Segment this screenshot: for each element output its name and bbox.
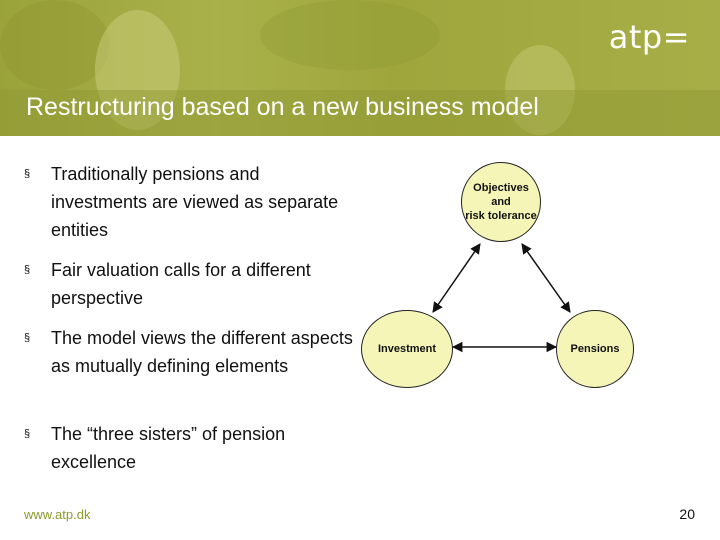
bullet-item: § The model views the different aspects … — [24, 324, 354, 380]
pensions-label: Pensions — [570, 343, 620, 355]
header-photo-ground — [0, 90, 720, 136]
investment-node: Investment — [361, 310, 453, 388]
arrow-top-right — [521, 243, 571, 313]
bullet-text: The model views the different aspects as… — [51, 328, 353, 376]
pensions-node: Pensions — [556, 310, 634, 388]
slide-title: Restructuring based on a new business mo… — [26, 93, 539, 121]
bullet-marker: § — [24, 264, 31, 276]
bullet-marker: § — [24, 332, 31, 344]
objectives-label: Objectives and risk tolerance — [465, 182, 537, 222]
bullet-item: § The “three sisters” of pension excelle… — [24, 420, 354, 476]
bullet-text: The “three sisters” of pension excellenc… — [51, 424, 286, 472]
bullet-text: Fair valuation calls for a different per… — [51, 260, 311, 308]
arrow-top-left — [432, 243, 481, 313]
bullet-marker: § — [24, 428, 31, 440]
bullet-item: § Fair valuation calls for a different p… — [24, 256, 354, 312]
header-photo-figure — [505, 45, 575, 135]
bullet-marker: § — [24, 168, 31, 180]
bullet-text: Traditionally pensions and investments a… — [51, 164, 339, 240]
footer-url-link[interactable]: www.atp.dk — [24, 507, 91, 522]
header-photo-shape — [0, 0, 110, 90]
bullet-item: § Traditionally pensions and investments… — [24, 160, 354, 244]
header-banner: atp= Restructuring based on a new busine… — [0, 0, 720, 136]
atp-logo: atp= — [608, 18, 690, 56]
investment-label: Investment — [377, 343, 437, 355]
objectives-node: Objectives and risk tolerance — [461, 162, 541, 242]
header-photo-figure — [95, 10, 180, 130]
page-number: 20 — [679, 506, 695, 522]
header-photo-shape — [260, 0, 440, 70]
